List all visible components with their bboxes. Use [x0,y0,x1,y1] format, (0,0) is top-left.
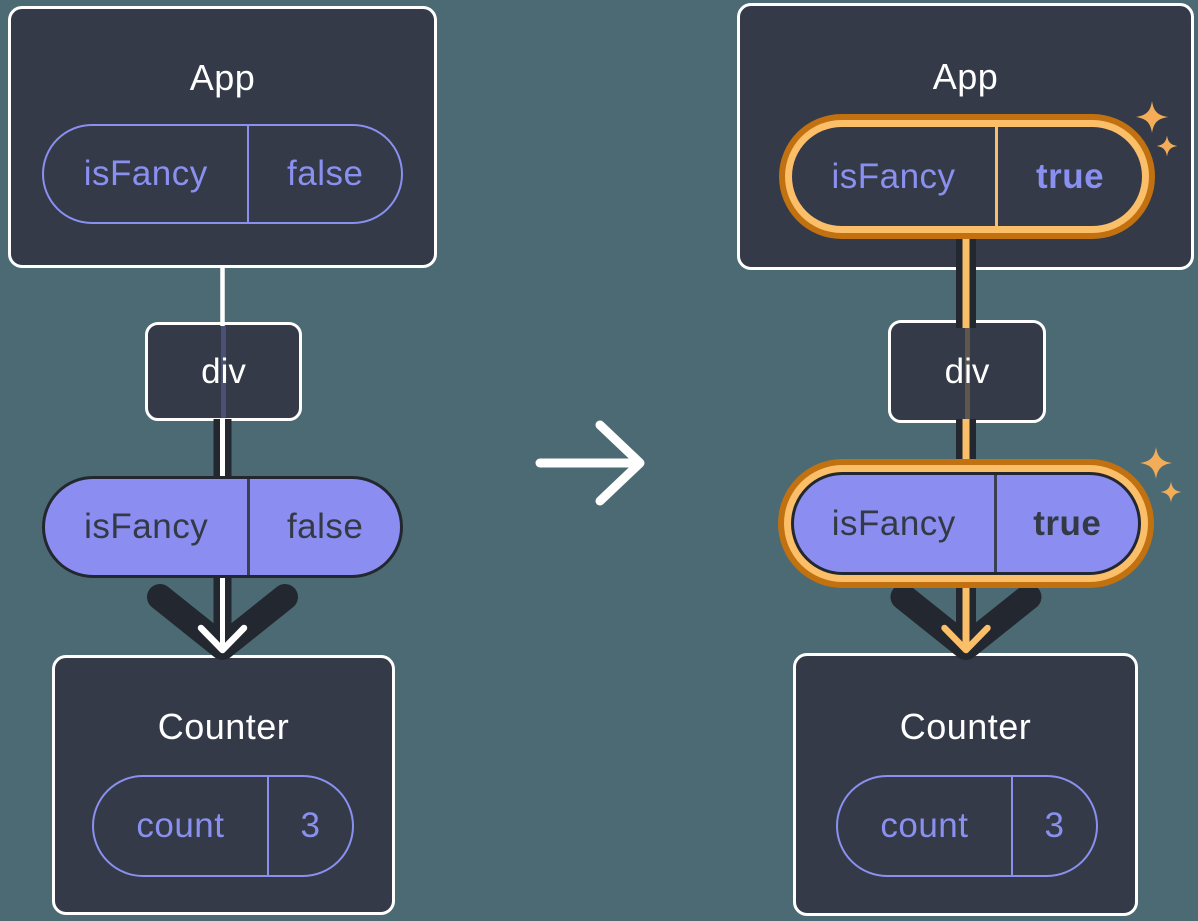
prop-value: true [1035,156,1105,196]
prop-pill-app-before: isFancy false [42,124,403,224]
counter-card-after: Counter count 3 [793,653,1138,916]
flow-arrowhead-core-icon [941,624,991,654]
flow-ghost-line [964,323,970,420]
div-card-after: div [888,320,1046,423]
counter-title: Counter [157,706,290,747]
app-title: App [932,56,999,97]
flow-arrowhead-core-icon [197,624,248,654]
prop-value: false [287,154,364,193]
counter-title: Counter [899,706,1032,747]
transition-arrow-icon [535,420,645,506]
flow-after [890,230,1042,660]
app-title: App [189,57,256,98]
prop-value: true [1033,503,1102,543]
state-name: count [94,777,269,875]
state-pill-counter-before: count 3 [92,775,354,877]
flow-arrowhead-icon [147,584,298,660]
sparkles-icon-bottom [1140,447,1182,503]
state-pill-counter-after: count 3 [836,775,1098,877]
state-name: count [838,777,1013,875]
div-card-before: div [145,322,302,421]
prop-pill-flow-before: isFancy false [42,476,403,578]
flow-arrowhead-icon [890,584,1042,660]
prop-pill-flow-after: isFancy true [791,472,1141,575]
state-value: 3 [300,806,321,845]
prop-name: isFancy [45,479,251,575]
div-label: div [944,351,990,391]
div-label: div [201,351,246,391]
prop-value: false [286,507,364,546]
prop-pill-app-after: isFancy true [792,127,1142,226]
state-value: 3 [1044,806,1065,845]
flow-ghost-line [221,325,226,418]
prop-name: isFancy [794,475,997,572]
prop-name: isFancy [44,126,250,222]
prop-name: isFancy [792,127,998,226]
counter-card-before: Counter count 3 [52,655,395,915]
